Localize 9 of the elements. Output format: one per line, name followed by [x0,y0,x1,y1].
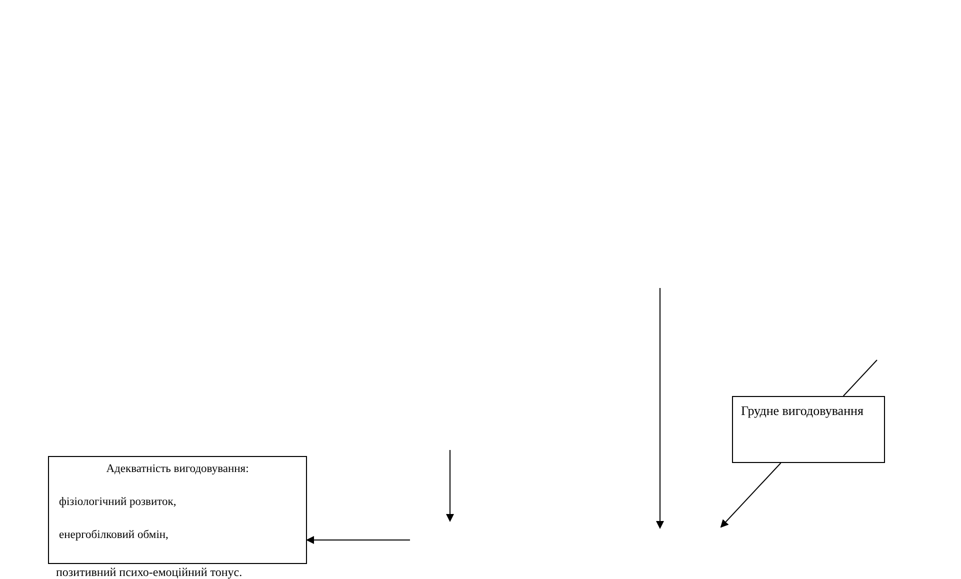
box-text: енергобілковий обмін, [59,528,170,542]
text-box [48,456,307,564]
box-text: фізіологічний розвиток, [59,496,178,510]
box-heading: Адекватність вигодовування: [105,463,250,477]
box-note: позитивний психо-емоційний тонус. [56,565,242,579]
box-heading: Грудне вигодовування [741,403,864,419]
arrow [720,462,782,528]
arrow [306,536,410,544]
text-box [732,396,885,463]
